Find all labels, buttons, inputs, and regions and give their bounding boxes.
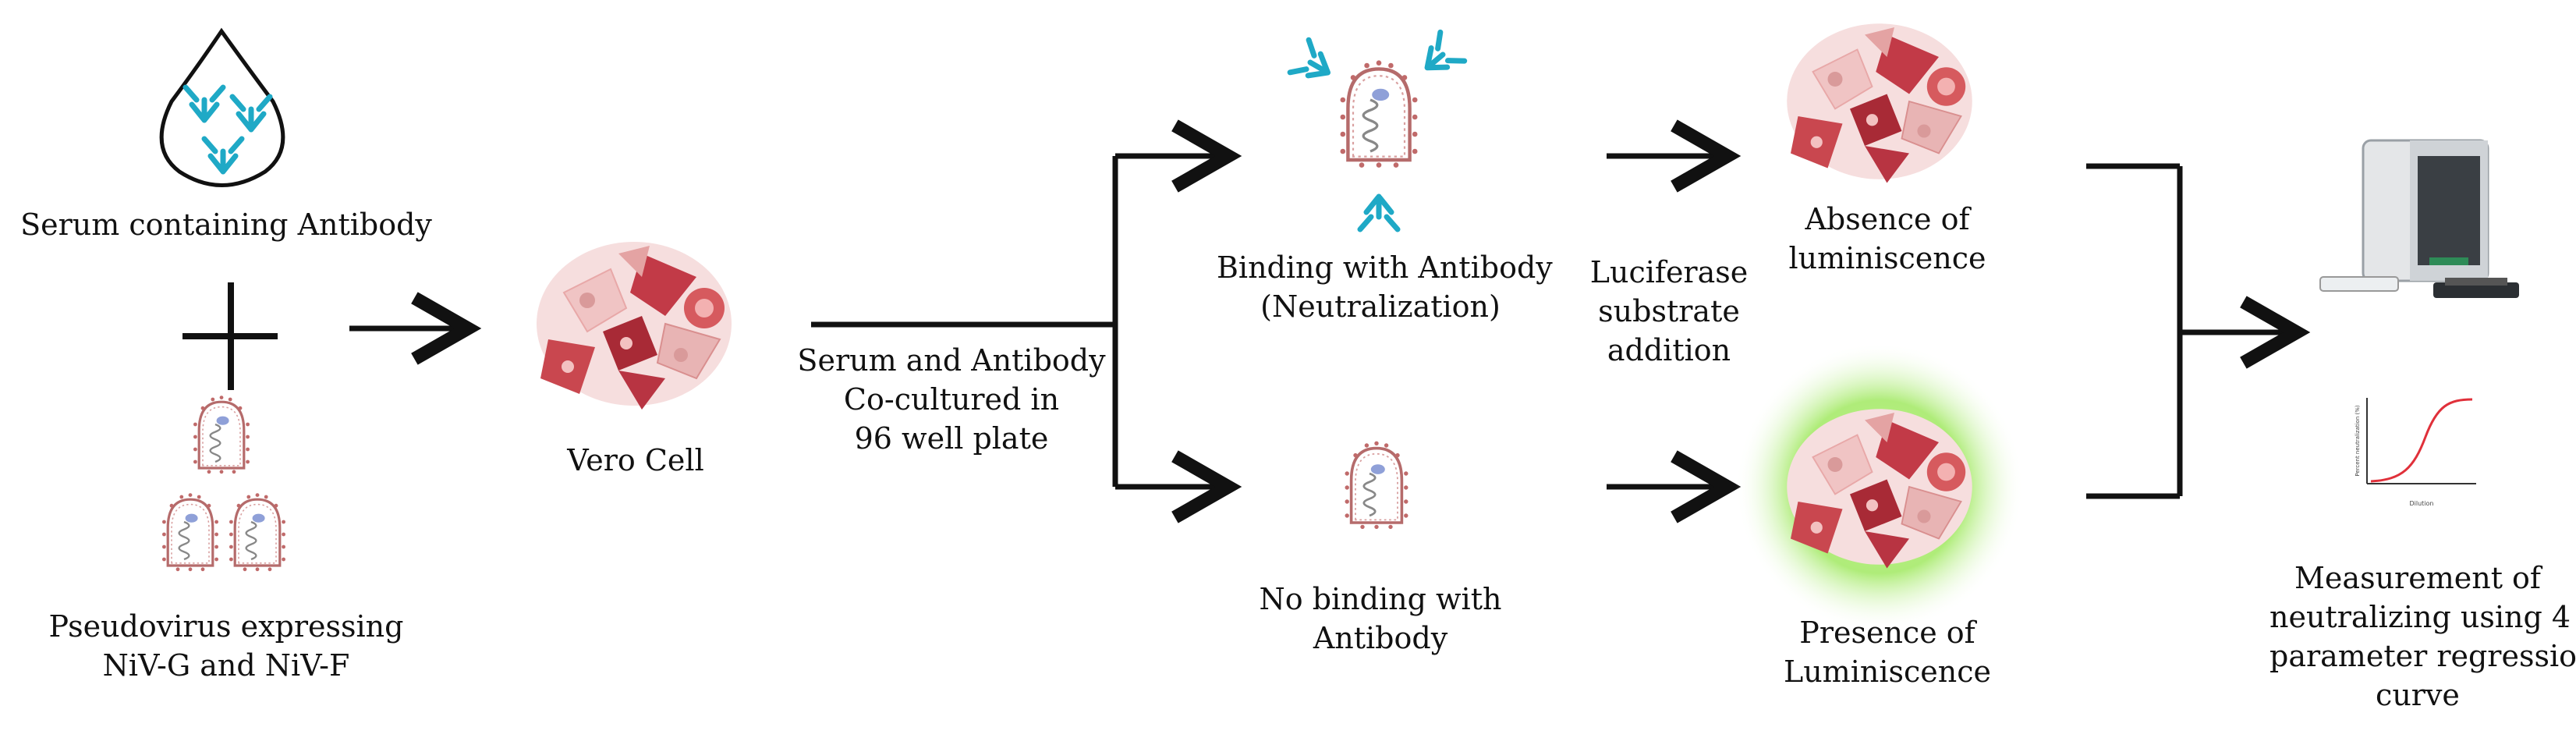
presence-label: Presence of Luminiscence [1770, 613, 2004, 691]
coculture-label-line2: Co-cultured in [843, 382, 1060, 417]
measurement-label-line3: parameter regression [2270, 639, 2576, 673]
regression-curve-chart: Dilution Percent neutralization (%) [2355, 398, 2476, 507]
binding-label-line1: Binding with Antibody [1217, 250, 1553, 285]
plus-icon [182, 282, 278, 390]
coculture-label-line3: 96 well plate [854, 421, 1049, 456]
luciferase-label-line2: substrate [1598, 294, 1740, 328]
pseudovirus-label-line1: Pseudovirus expressing [48, 609, 404, 644]
pseudovirus-label: Pseudovirus expressing NiV-G and NiV-F [31, 607, 421, 685]
absence-cells-illustration [1786, 23, 1973, 184]
merge-arrows [2086, 163, 2311, 499]
regression-curve [2370, 398, 2473, 483]
absence-label-line2: luminiscence [1788, 241, 1986, 275]
presence-label-line2: Luminiscence [1783, 655, 1992, 689]
mini-chart-xlabel: Dilution [2410, 500, 2434, 507]
nobinding-label-line1: No binding with [1259, 582, 1502, 616]
neutralized-virus-illustration [1290, 32, 1465, 229]
absence-label: Absence of luminiscence [1770, 200, 2004, 278]
serum-drop-illustration [159, 27, 285, 187]
binding-label: Binding with Antibody (Neutralization) [1217, 248, 1553, 326]
nobinding-label: No binding with Antibody [1232, 580, 1529, 658]
binding-label-line2: (Neutralization) [1260, 289, 1501, 324]
vero-label: Vero Cell [530, 441, 741, 480]
plate-reader-illustration [2319, 139, 2519, 298]
pseudovirus-illustration [161, 394, 287, 573]
vero-label-text: Vero Cell [567, 443, 704, 477]
mini-chart-ylabel: Percent neutralization (%) [2355, 405, 2361, 477]
measurement-label-line4: curve [2376, 678, 2460, 712]
vero-cell-illustration [536, 241, 732, 410]
absence-label-line1: Absence of [1805, 202, 1970, 236]
nobinding-label-line2: Antibody [1313, 621, 1448, 655]
measurement-label-line1: Measurement of [2294, 561, 2541, 595]
serum-label: Serum containing Antibody [16, 205, 437, 244]
luciferase-label: Luciferase substrate addition [1583, 253, 1755, 370]
presence-label-line1: Presence of [1799, 616, 1975, 650]
free-virus-illustration [1343, 439, 1410, 530]
serum-label-text: Serum containing Antibody [20, 208, 432, 242]
coculture-label-line1: Serum and Antibody [797, 343, 1106, 378]
coculture-label: Serum and Antibody Co-cultured in 96 wel… [795, 341, 1107, 458]
luciferase-label-line1: Luciferase [1589, 255, 1749, 289]
luciferase-label-line3: addition [1607, 333, 1731, 367]
measurement-label-line2: neutralizing using 4 [2270, 600, 2571, 634]
presence-cells-illustration [1735, 342, 2024, 631]
pseudovirus-label-line2: NiV-G and NiV-F [102, 648, 350, 683]
measurement-label: Measurement of neutralizing using 4 para… [2270, 559, 2576, 715]
split-arrows [811, 119, 1242, 523]
